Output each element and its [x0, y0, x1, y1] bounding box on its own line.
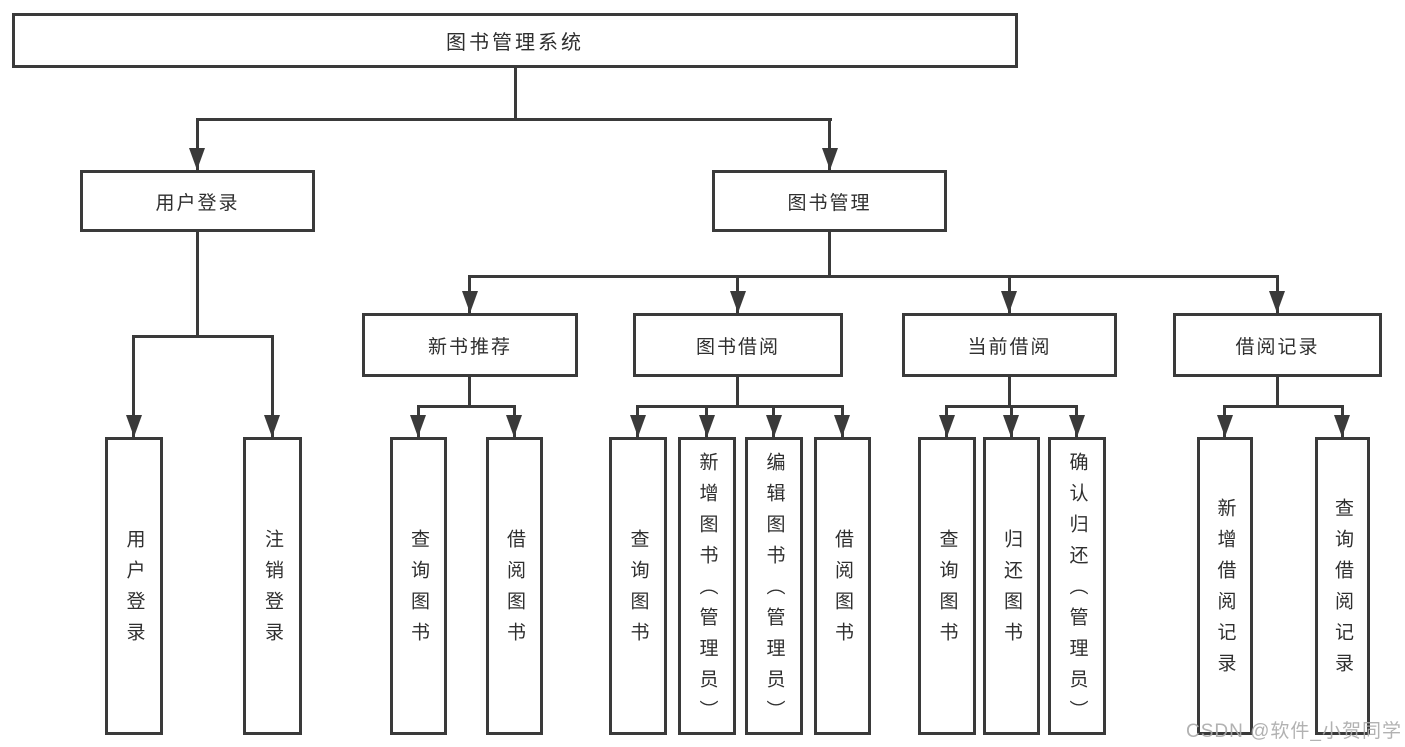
leaf-query-books: 查询图书 [918, 437, 976, 735]
node-label: 查询图书 [627, 529, 649, 653]
node-book-borrow: 图书借阅 [633, 313, 843, 377]
connector-line [417, 405, 516, 408]
arrow-down-icon [834, 415, 850, 437]
connector-line [514, 68, 517, 120]
arrow-down-icon [1069, 415, 1085, 437]
node-label: 确认归还（管理员） [1066, 451, 1088, 731]
node-label: 用户登录 [155, 192, 240, 214]
leaf-confirm-return-admin: 确认归还（管理员） [1048, 437, 1106, 735]
leaf-borrow-books: 借阅图书 [814, 437, 871, 735]
leaf-user-login: 用户登录 [105, 437, 163, 735]
node-label: 查询图书 [408, 529, 429, 653]
node-current-borrow: 当前借阅 [902, 313, 1117, 377]
arrow-down-icon [264, 415, 280, 437]
arrow-down-icon [410, 415, 426, 437]
node-library-system: 图书管理系统 [12, 13, 1018, 68]
arrow-down-icon [189, 148, 205, 170]
connector-line [132, 335, 135, 437]
connector-line [1223, 405, 1344, 408]
connector-line [636, 405, 843, 408]
node-label: 图书借阅 [695, 336, 780, 358]
arrow-down-icon [1269, 291, 1285, 313]
node-label: 图书管理系统 [446, 32, 584, 54]
arrow-down-icon [462, 291, 478, 313]
node-label: 新增图书（管理员） [696, 451, 718, 731]
leaf-query-books: 查询图书 [609, 437, 667, 735]
node-label: 归还图书 [1001, 529, 1022, 653]
arrow-down-icon [126, 415, 142, 437]
leaf-query-books: 查询图书 [390, 437, 447, 735]
connector-line [1008, 377, 1011, 408]
csdn-watermark: CSDN @软件_小贺同学 [1186, 721, 1402, 742]
node-label: 借阅图书 [832, 529, 853, 653]
arrow-down-icon [1217, 415, 1233, 437]
node-label: 查询借阅记录 [1332, 498, 1353, 684]
arrow-down-icon [1003, 415, 1019, 437]
node-label: 查询图书 [936, 529, 958, 653]
node-user-login-module: 用户登录 [80, 170, 315, 232]
arrow-down-icon [730, 291, 746, 313]
connector-line [196, 118, 199, 170]
connector-line [828, 232, 831, 277]
connector-line [468, 275, 1279, 278]
arrow-down-icon [699, 415, 715, 437]
leaf-logout: 注销登录 [243, 437, 302, 735]
connector-line [1276, 377, 1279, 408]
arrow-down-icon [1001, 291, 1017, 313]
connector-line [196, 232, 199, 338]
connector-line [196, 118, 832, 121]
arrow-down-icon [766, 415, 782, 437]
node-label: 用户登录 [123, 529, 145, 653]
node-label: 新增借阅记录 [1214, 498, 1236, 684]
connector-line [271, 335, 274, 437]
node-label: 编辑图书（管理员） [763, 451, 785, 731]
node-label: 当前借阅 [967, 336, 1052, 358]
node-label: 借阅记录 [1235, 336, 1320, 358]
node-label: 借阅图书 [504, 529, 525, 653]
arrow-down-icon [506, 415, 522, 437]
node-new-book-recommend: 新书推荐 [362, 313, 578, 377]
arrow-down-icon [630, 415, 646, 437]
connector-line [828, 118, 831, 170]
node-label: 图书管理 [787, 192, 872, 214]
node-label: 注销登录 [262, 529, 283, 653]
leaf-add-books-admin: 新增图书（管理员） [678, 437, 736, 735]
node-book-management: 图书管理 [712, 170, 947, 232]
node-borrow-record: 借阅记录 [1173, 313, 1382, 377]
leaf-edit-books-admin: 编辑图书（管理员） [745, 437, 803, 735]
connector-line [736, 377, 739, 408]
arrow-down-icon [822, 148, 838, 170]
leaf-query-borrow-record: 查询借阅记录 [1315, 437, 1370, 735]
connector-line [132, 335, 274, 338]
leaf-return-books: 归还图书 [983, 437, 1040, 735]
node-label: 新书推荐 [427, 336, 512, 358]
arrow-down-icon [939, 415, 955, 437]
arrow-down-icon [1334, 415, 1350, 437]
leaf-borrow-books: 借阅图书 [486, 437, 543, 735]
leaf-add-borrow-record: 新增借阅记录 [1197, 437, 1253, 735]
connector-line [468, 377, 471, 408]
